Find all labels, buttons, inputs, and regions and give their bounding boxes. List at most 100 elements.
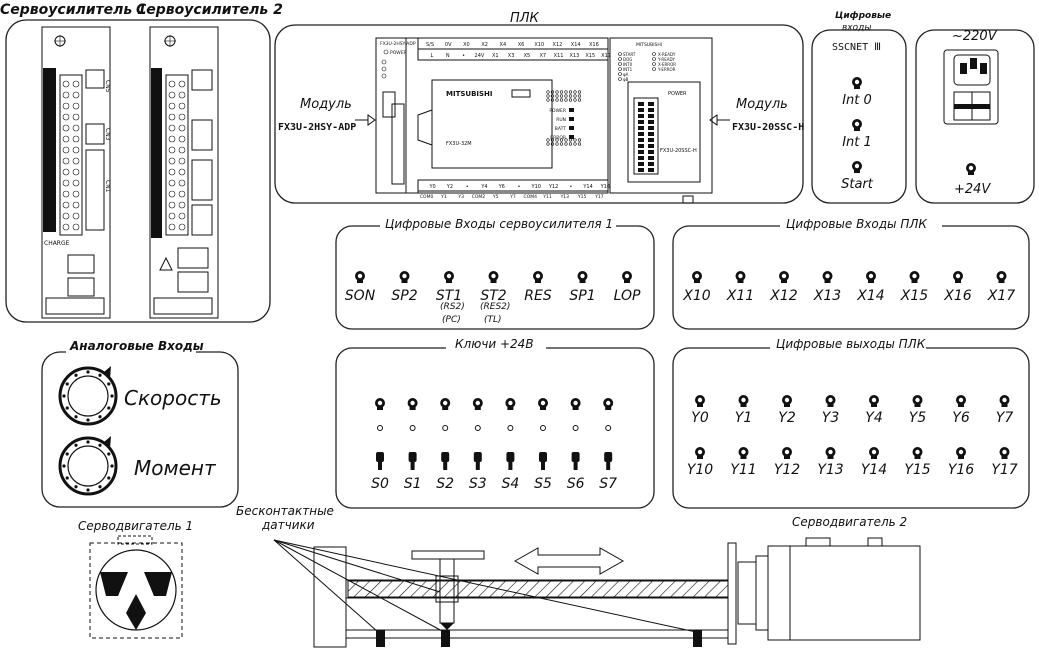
plc-top-terminal: X12	[553, 42, 563, 48]
amp1-terminal-hole	[72, 91, 80, 99]
key-terminal[interactable]	[407, 398, 418, 410]
toggle-switch[interactable]	[539, 452, 547, 470]
plc-io-led	[564, 138, 568, 142]
key-label: S0	[371, 476, 389, 492]
plc-input-terminal[interactable]	[953, 271, 963, 283]
plc-module-right: Модуль FX3U-20SSC-H	[709, 97, 804, 133]
toggle-switch[interactable]	[571, 452, 580, 470]
amp2-terminal-hole	[168, 102, 176, 110]
torque-label: Момент	[134, 456, 217, 480]
plc-output-label: Y14	[861, 462, 887, 478]
amp1-terminal-hole	[62, 113, 70, 121]
servo-input-terminal[interactable]	[622, 271, 632, 283]
plc-bottom-terminal: Y14	[582, 184, 592, 190]
plc-input-terminal[interactable]	[996, 271, 1007, 283]
plc-outputs-title: Цифровые выходы ПЛК	[776, 337, 926, 351]
plc-output-terminal[interactable]	[869, 447, 879, 459]
toggle-switch[interactable]	[506, 452, 515, 470]
ssc-pin	[638, 114, 644, 118]
digital-input-terminal[interactable]	[852, 119, 862, 131]
plc-input-terminal[interactable]	[735, 271, 746, 283]
adapter-led-power: POWER	[390, 50, 407, 56]
plc-inputs-title: Цифровые Входы ПЛК	[786, 217, 927, 231]
digital-input-terminal[interactable]	[852, 77, 862, 89]
ssc-led	[618, 57, 622, 61]
amp1-cn1-label: CN1	[104, 180, 111, 193]
amp2-terminal-hole	[168, 201, 176, 209]
ssc-pin	[638, 102, 644, 106]
plc-io-led	[568, 138, 573, 142]
plc-output-terminal[interactable]	[695, 447, 705, 459]
plc-io-led	[546, 98, 550, 102]
servo-input-terminal[interactable]	[399, 271, 410, 283]
plc-input-terminal[interactable]	[822, 271, 833, 283]
plc-output-terminal[interactable]	[738, 447, 749, 459]
key-terminal[interactable]	[538, 398, 548, 410]
plc-input-terminal[interactable]	[909, 271, 920, 283]
plc-output-terminal[interactable]	[912, 395, 923, 407]
key-label: S4	[502, 476, 520, 492]
plc-output-terminal[interactable]	[782, 395, 792, 407]
knob-scale-dot	[110, 394, 114, 398]
toggle-switch[interactable]	[376, 452, 384, 470]
plc-output-terminal[interactable]	[912, 447, 923, 459]
plc-output-terminal[interactable]	[825, 447, 836, 459]
toggle-switch[interactable]	[408, 452, 417, 470]
amp1-terminal-hole	[62, 190, 70, 198]
ssc-led-label: INT0	[623, 62, 633, 67]
amp1-terminal-hole	[72, 168, 80, 176]
key-terminal[interactable]	[505, 398, 516, 410]
key-indicator	[377, 425, 383, 431]
key-terminal[interactable]	[472, 398, 483, 410]
plc-output-terminal[interactable]	[825, 395, 836, 407]
plc-output-terminal[interactable]	[695, 395, 705, 407]
key-terminal[interactable]	[603, 398, 614, 410]
amp2-terminal-hole	[168, 223, 176, 231]
plc-input-terminal[interactable]	[692, 271, 702, 283]
plc-status-led-label: POWER	[549, 108, 566, 114]
ssc-led	[652, 62, 656, 66]
plc-output-terminal[interactable]	[738, 395, 749, 407]
digital-input-terminal[interactable]	[852, 161, 862, 173]
plc-output-terminal[interactable]	[999, 395, 1010, 407]
plc-bottom-terminal: Y3	[457, 194, 464, 200]
plc-output-terminal[interactable]	[999, 447, 1010, 459]
plc-top-terminal: L	[431, 53, 434, 59]
plc-input-terminal[interactable]	[779, 271, 789, 283]
servo-input-terminal[interactable]	[444, 271, 454, 283]
plc-io-led	[568, 142, 573, 146]
key-terminal[interactable]	[570, 398, 581, 410]
servo-input-terminal[interactable]	[355, 271, 365, 283]
plc-io-led	[564, 94, 568, 98]
toggle-switch[interactable]	[604, 452, 613, 470]
amp1-terminal-hole	[62, 212, 70, 220]
torque-knob[interactable]	[58, 436, 118, 496]
amp2-terminal-hole	[168, 157, 176, 165]
plc-top-terminal: X13	[570, 53, 580, 59]
plc-output-terminal[interactable]	[956, 395, 966, 407]
plc-top-terminal: X0	[463, 42, 470, 48]
plc-output-terminal[interactable]	[782, 447, 792, 459]
speed-knob[interactable]	[58, 366, 118, 426]
plc-input-terminal[interactable]	[866, 271, 876, 283]
key-terminal[interactable]	[375, 398, 385, 410]
plc-bottom-terminal: COM0	[420, 194, 434, 200]
key-terminal[interactable]	[440, 398, 451, 410]
amp2-terminal-hole	[168, 212, 176, 220]
plc-top-terminal: N	[446, 53, 450, 59]
plc-io-led	[550, 138, 555, 142]
plc-output-terminal[interactable]	[956, 447, 966, 459]
plc-input-label: X16	[943, 288, 971, 304]
plc-output-label: Y0	[691, 410, 709, 426]
plc-bottom-terminal: Y16	[600, 184, 610, 190]
plc-bottom-terminal: Y2	[446, 184, 453, 190]
ssc-pin	[648, 132, 654, 136]
toggle-switch[interactable]	[473, 452, 482, 470]
servo-input-terminal[interactable]	[533, 271, 543, 283]
plc-io-led	[559, 142, 564, 146]
servo-input-terminal[interactable]	[488, 271, 499, 283]
servo-input-terminal[interactable]	[577, 271, 588, 283]
toggle-switch[interactable]	[441, 452, 450, 470]
plc-output-terminal[interactable]	[869, 395, 879, 407]
